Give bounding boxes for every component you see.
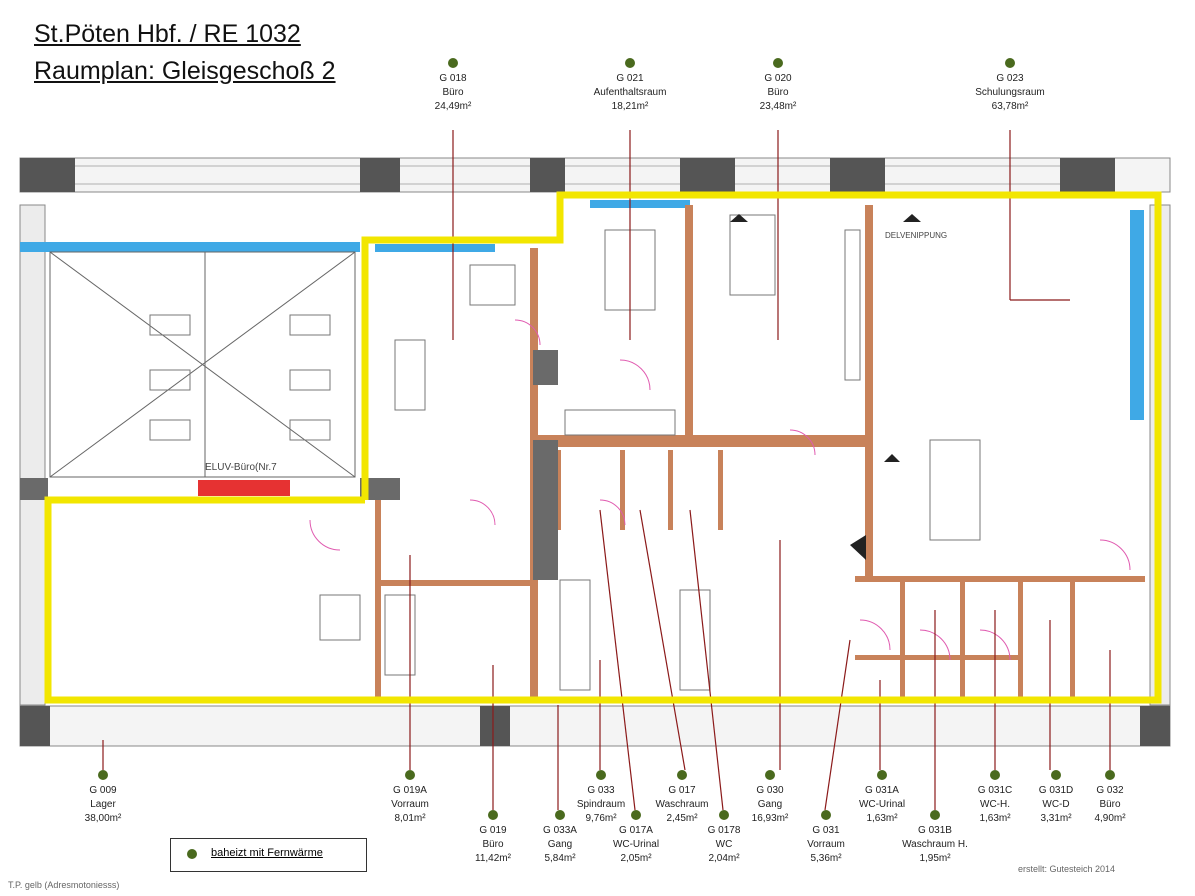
heating-dot-icon <box>631 810 641 820</box>
heating-dot-icon <box>1051 770 1061 780</box>
footer-note-right: erstellt: Gutesteich 2014 <box>1018 864 1116 874</box>
heating-dot-icon <box>98 770 108 780</box>
heating-dot-icon <box>930 810 940 820</box>
plan-subtitle: Raumplan: Gleisgeschoß 2 <box>34 57 336 85</box>
heating-dot-icon <box>448 58 458 68</box>
heating-dot-icon <box>765 770 775 780</box>
eluv-label: ELUV-Büro(Nr.7 <box>205 462 277 473</box>
legend-box: baheizt mit Fernwärme <box>170 838 367 872</box>
heating-dot-icon <box>1005 58 1015 68</box>
heating-dot-icon <box>719 810 729 820</box>
heating-dot-icon <box>821 810 831 820</box>
heating-dot-icon <box>990 770 1000 780</box>
footer-note-left: T.P. gelb (Adresmotoniesss) <box>8 880 120 890</box>
heating-dot-icon <box>773 58 783 68</box>
heating-dot-icon <box>877 770 887 780</box>
heating-dot-icon <box>1105 770 1115 780</box>
heating-dot-icon <box>555 810 565 820</box>
heating-dot-icon <box>596 770 606 780</box>
heating-dot-icon <box>405 770 415 780</box>
legend-text: baheizt mit Fernwärme <box>211 847 323 859</box>
heating-dot-icon <box>187 849 197 859</box>
heating-dot-icon <box>488 810 498 820</box>
heating-dot-icon <box>625 58 635 68</box>
plan-title: St.Pöten Hbf. / RE 1032 <box>34 20 301 48</box>
heating-dot-icon <box>677 770 687 780</box>
delven-label: DELVENIPPUNG <box>885 231 947 240</box>
